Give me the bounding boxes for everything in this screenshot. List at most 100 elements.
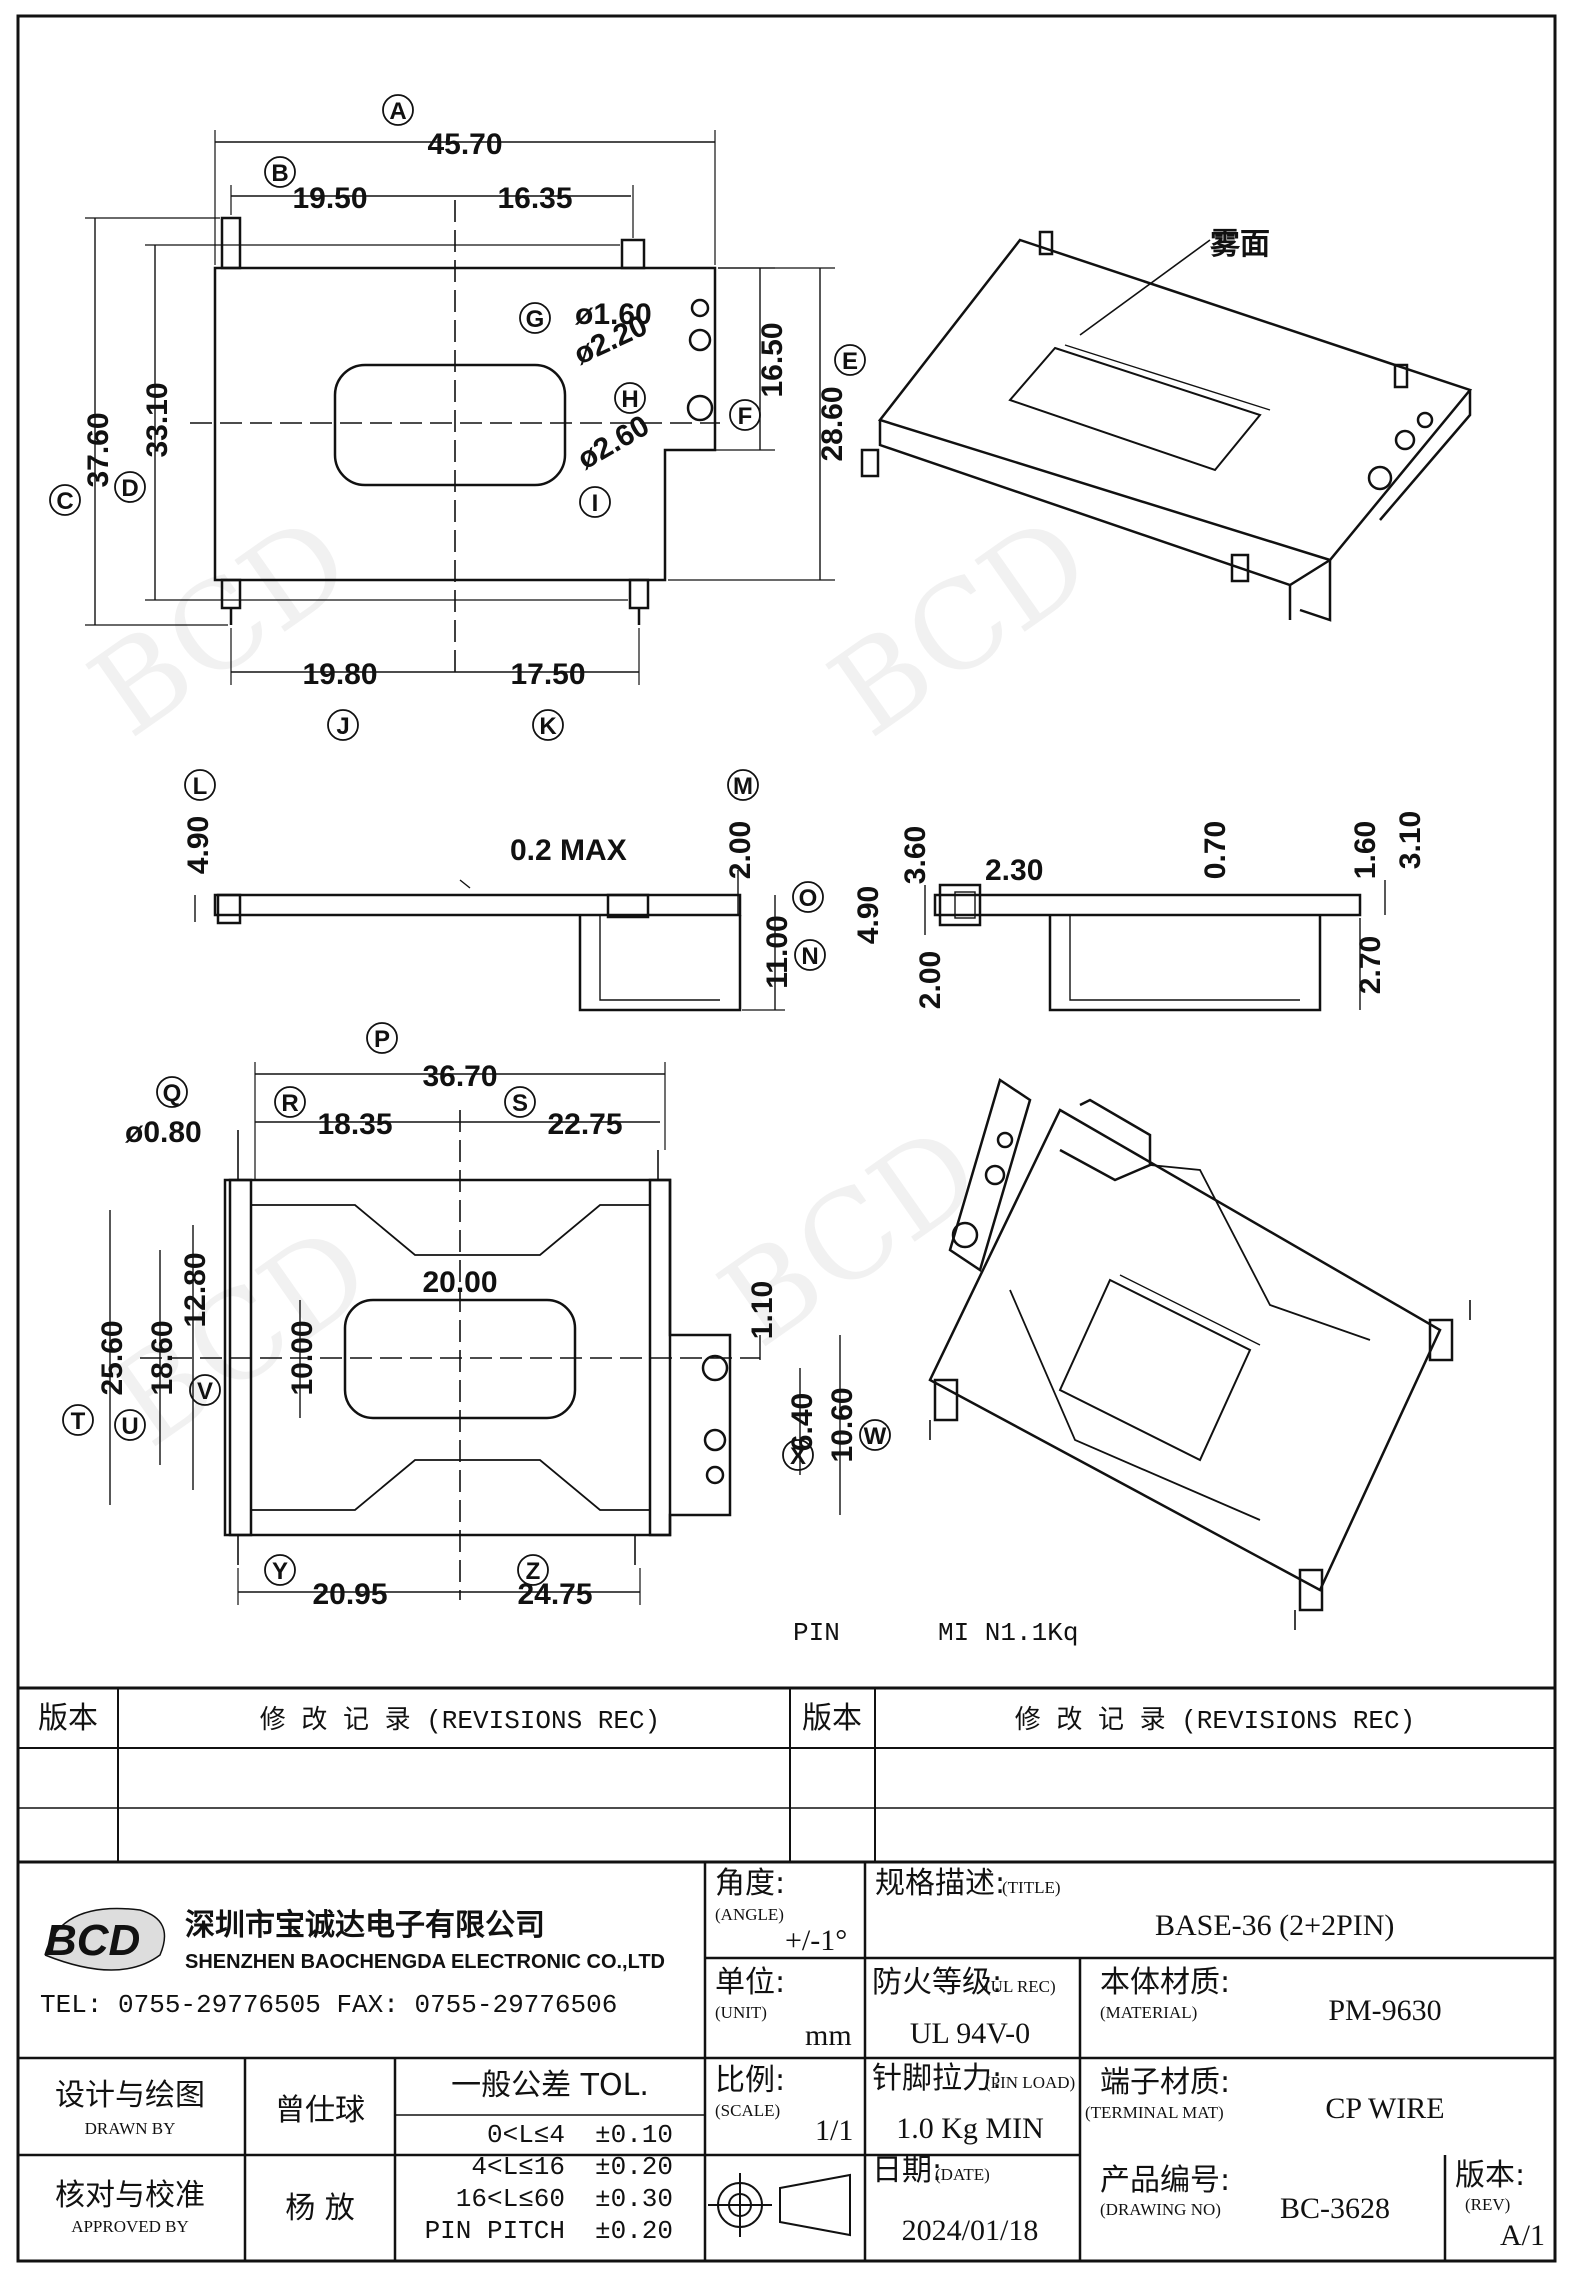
surface-note: 雾面 (1210, 227, 1270, 262)
dim-side-depth: 11.00 (761, 915, 794, 988)
revision-table (18, 1686, 1555, 1864)
hole-dia-3: ø2.60 (572, 409, 655, 476)
rev-col-version-left: 版本 (38, 1701, 98, 1736)
angle-label-en: (ANGLE) (715, 1905, 784, 1924)
title-label-en: (TITLE) (1002, 1878, 1061, 1897)
angle-label: 角度: (715, 1866, 785, 1901)
end-view-text: 3.60 2.30 0.70 1.60 3.10 4.90 2.00 2.70 (852, 811, 1427, 1009)
date-label: 日期: (872, 2153, 942, 2188)
material-label-en: (MATERIAL) (1100, 2003, 1197, 2022)
label-c: C (56, 488, 73, 515)
dim-bottom-width: 25.60 (96, 1320, 129, 1395)
label-l: L (193, 773, 208, 800)
label-s: S (512, 1090, 528, 1117)
sheet-border (16, 14, 1557, 2263)
label-n: N (801, 943, 818, 970)
label-a: A (389, 98, 406, 125)
unit-label: 单位: (715, 1965, 785, 2000)
bottom-view-text: 36.70 ø0.80 18.35 22.75 20.00 25.60 18.6… (71, 1026, 887, 1611)
dim-end-5: 3.10 (1394, 811, 1427, 869)
pin-force-note: MI N1.1Kq (938, 1618, 1078, 1648)
label-j: J (336, 713, 349, 740)
end-view (924, 880, 1386, 1012)
dim-pin-dia: ø0.80 (125, 1116, 202, 1149)
dim-end-4: 1.60 (1349, 821, 1382, 879)
pin-note: PIN (793, 1618, 840, 1648)
drawing-no-value: BC-3628 (1280, 2192, 1390, 2225)
pin-load-value: 1.0 Kg MIN (896, 2112, 1044, 2145)
isometric-view-bottom (928, 1078, 1471, 1630)
label-k: K (539, 713, 557, 740)
material-value: PM-9630 (1328, 1994, 1441, 2027)
tol-value: ±0.10 (595, 2120, 673, 2150)
approved-by-label: 核对与校准 (55, 2178, 205, 2213)
company-tel-fax: TEL: 0755-29776505 FAX: 0755-29776506 (40, 1990, 617, 2020)
label-m: M (733, 773, 753, 800)
dim-pin-span: 33.10 (141, 382, 174, 457)
label-y: Y (272, 1558, 288, 1585)
scale-value: 1/1 (815, 2114, 853, 2147)
dim-overall-width: 37.60 (82, 412, 115, 487)
dim-pin-left: 19.50 (292, 182, 367, 215)
pin-load-label: 针脚拉力: (872, 2061, 1002, 2096)
logo-text: BCD (45, 1916, 140, 1965)
dim-bottom-right: 17.50 (510, 658, 585, 691)
label-q: Q (163, 1080, 182, 1107)
rev-col-version-right: 版本 (802, 1701, 862, 1736)
unit-label-en: (UNIT) (715, 2003, 767, 2022)
tol-value: ±0.30 (595, 2184, 673, 2214)
drawn-by-value: 曾仕球 (275, 2093, 365, 2128)
label-r: R (281, 1090, 298, 1117)
label-t: T (71, 1408, 86, 1435)
dim-end-6: 4.90 (852, 886, 885, 944)
label-f: F (738, 403, 753, 430)
tol-range: 0<L≤4 (487, 2120, 565, 2150)
label-o: O (799, 885, 818, 912)
dim-window-width: 10.00 (286, 1320, 319, 1395)
flatness-note: 0.2 MAX (510, 834, 627, 867)
dim-bottom-left-half: 18.35 (317, 1108, 392, 1141)
title-value: BASE-36 (2+2PIN) (1155, 1909, 1394, 1942)
bottom-view (62, 1022, 891, 1605)
label-d: D (121, 475, 138, 502)
date-label-en: (DATE) (935, 2165, 990, 2184)
company-name-cn: 深圳市宝诚达电子有限公司 (185, 1908, 545, 1943)
tol-range: 16<L≤60 (456, 2184, 565, 2214)
unit-value: mm (805, 2019, 852, 2052)
terminal-label: 端子材质: (1100, 2065, 1230, 2100)
dim-bottom-length: 36.70 (422, 1060, 497, 1093)
revision-value: A/1 (1500, 2219, 1545, 2252)
hole-dia-1: ø1.60 (575, 298, 652, 331)
tol-range: PIN PITCH (425, 2216, 565, 2246)
dim-tab-2: 6.40 (786, 1393, 819, 1451)
label-i: I (592, 490, 599, 517)
dim-pin-right: 16.35 (497, 182, 572, 215)
angle-value: +/-1° (785, 1924, 847, 1957)
dim-tab-1: 1.10 (746, 1281, 779, 1339)
dim-side-2: 2.00 (724, 821, 757, 879)
material-label: 本体材质: (1100, 1965, 1230, 2000)
dim-window-length: 20.00 (422, 1266, 497, 1299)
approved-by-value: 杨 放 (285, 2191, 355, 2226)
label-u: U (121, 1413, 138, 1440)
dim-end-2: 2.30 (985, 854, 1043, 887)
pin-load-label-en: (PIN LOAD) (985, 2073, 1075, 2092)
dim-end-8: 2.70 (1354, 936, 1387, 994)
scale-label-en: (SCALE) (715, 2101, 780, 2120)
terminal-value: CP WIRE (1325, 2092, 1444, 2125)
fire-rating-label: 防火等级: (872, 1965, 1002, 2000)
dim-end-7: 2.00 (914, 951, 947, 1009)
dim-bottom-half: 12.80 (179, 1252, 212, 1327)
fire-rating-value: UL 94V-0 (910, 2017, 1030, 2050)
top-view (49, 94, 866, 741)
label-h: H (621, 386, 638, 413)
third-angle-projection-icon (708, 2173, 851, 2237)
dim-body-width: 28.60 (816, 386, 849, 461)
tol-value: ±0.20 (595, 2216, 673, 2246)
dim-bottom-inner: 18.60 (146, 1320, 179, 1395)
company-name-en: SHENZHEN BAOCHENGDA ELECTRONIC CO.,LTD (185, 1951, 665, 1973)
date-value: 2024/01/18 (902, 2214, 1039, 2247)
approved-by-label-en: APPROVED BY (71, 2217, 189, 2236)
dim-bottom-pin-right: 24.75 (517, 1578, 592, 1611)
company-logo: BCD (44, 1907, 166, 1971)
